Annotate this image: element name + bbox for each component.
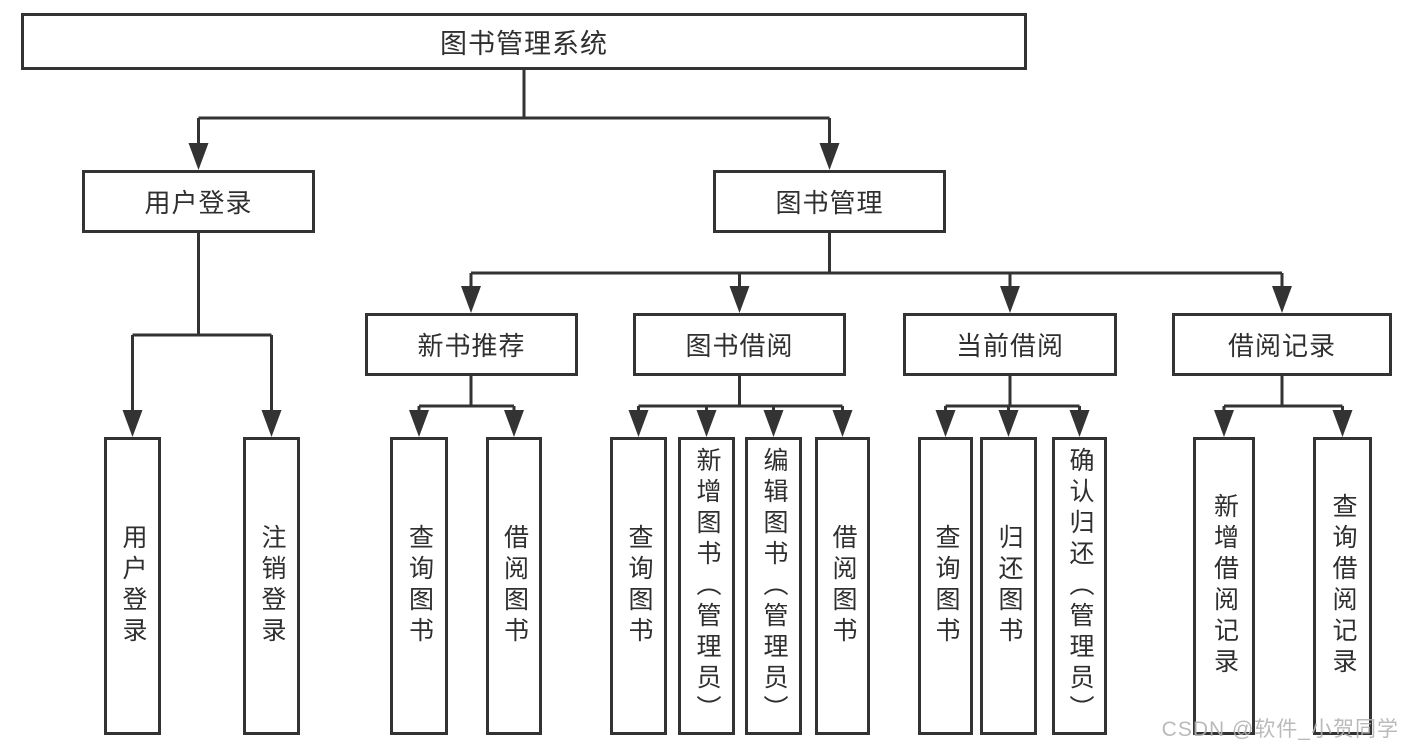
node-label: 查询借阅记录 <box>1329 493 1357 679</box>
node-label: 查询图书 <box>625 524 653 648</box>
node-label: 当前借阅 <box>955 331 1064 361</box>
node-new-book-recommendation: 新书推荐 <box>365 313 578 376</box>
csdn-watermark: CSDN @软件_小贺同学 <box>1161 718 1399 741</box>
leaf-borrow-books-recommend: 借阅图书 <box>486 437 542 735</box>
node-label: 新增借阅记录 <box>1210 493 1239 679</box>
node-label: 新增图书（管理员） <box>693 446 721 726</box>
leaf-query-books-borrow: 查询图书 <box>610 437 667 735</box>
leaf-return-books: 归还图书 <box>980 437 1037 735</box>
leaf-borrow-books: 借阅图书 <box>815 437 870 735</box>
node-label: 用户登录 <box>144 188 253 218</box>
node-borrowing-records: 借阅记录 <box>1172 313 1392 376</box>
node-label: 借阅记录 <box>1227 331 1336 361</box>
node-label: 图书管理 <box>775 188 884 218</box>
leaf-query-books-current: 查询图书 <box>918 437 973 735</box>
leaf-edit-books-admin: 编辑图书（管理员） <box>745 437 802 735</box>
leaf-user-login: 用户登录 <box>104 437 161 735</box>
node-book-borrowing: 图书借阅 <box>633 313 846 376</box>
node-label: 借阅图书 <box>829 524 857 648</box>
node-label: 编辑图书（管理员） <box>760 446 788 726</box>
node-label: 注销登录 <box>258 524 286 648</box>
node-label: 归还图书 <box>995 524 1023 648</box>
leaf-query-books-recommend: 查询图书 <box>390 437 448 735</box>
node-label: 确认归还（管理员） <box>1066 446 1094 726</box>
node-library-management-system: 图书管理系统 <box>21 13 1027 70</box>
node-label: 查询图书 <box>932 524 960 648</box>
node-user-login: 用户登录 <box>82 170 315 233</box>
node-label: 图书管理系统 <box>440 29 608 59</box>
node-label: 查询图书 <box>405 524 434 648</box>
leaf-add-borrow-record: 新增借阅记录 <box>1193 437 1255 735</box>
leaf-query-borrow-record: 查询借阅记录 <box>1313 437 1372 735</box>
leaf-add-books-admin: 新增图书（管理员） <box>678 437 735 735</box>
node-current-borrowing: 当前借阅 <box>903 313 1117 376</box>
node-label: 新书推荐 <box>417 331 526 361</box>
node-book-management: 图书管理 <box>713 170 946 233</box>
leaf-confirm-return-admin: 确认归还（管理员） <box>1052 437 1107 735</box>
node-label: 图书借阅 <box>685 331 794 361</box>
node-label: 用户登录 <box>119 524 147 648</box>
leaf-logout: 注销登录 <box>243 437 300 735</box>
node-label: 借阅图书 <box>500 524 529 648</box>
